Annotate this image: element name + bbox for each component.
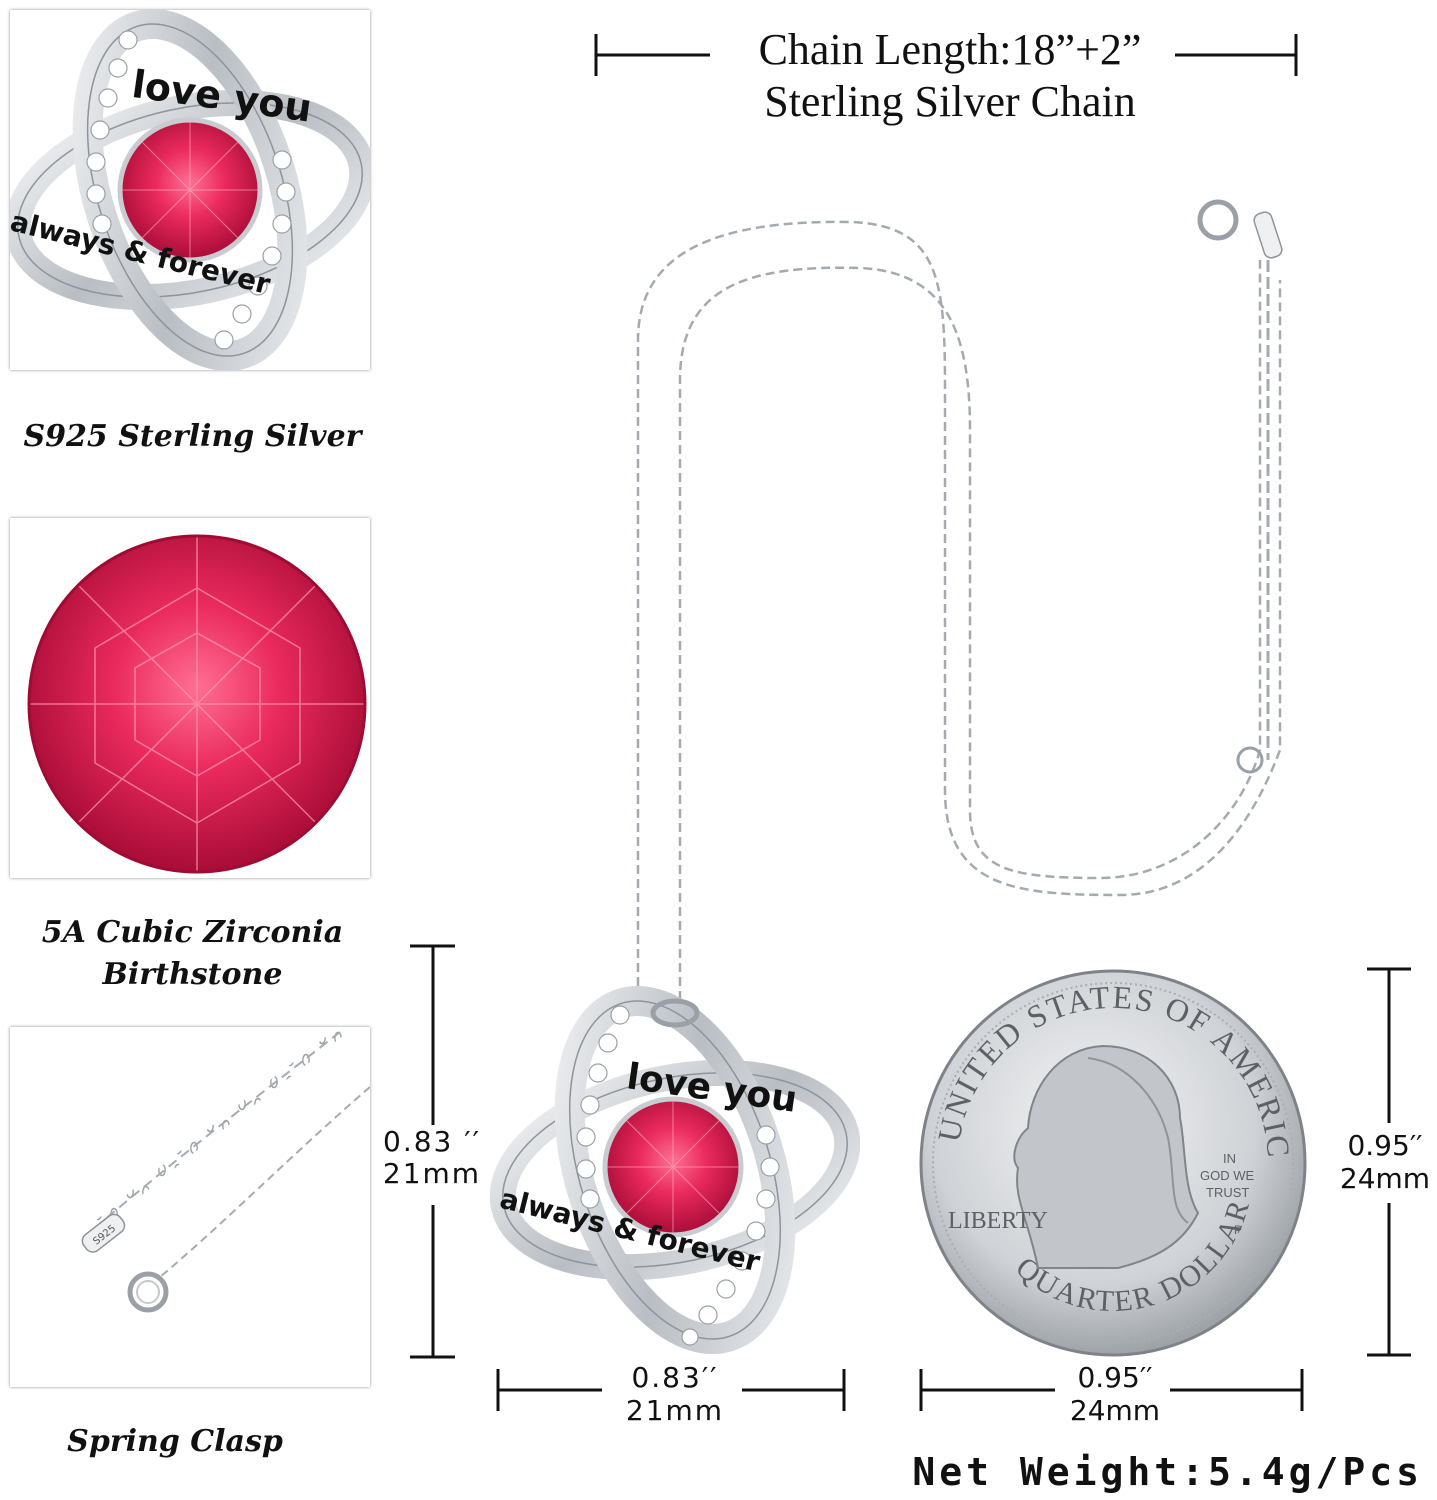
coin-motto-2: GOD WE xyxy=(1200,1168,1254,1183)
coin-width-mm: 24mm xyxy=(1069,1394,1161,1427)
pendant-width-in: 0.83′′ xyxy=(631,1361,719,1394)
pendant-thumbnail: love you always & forever xyxy=(10,10,370,370)
coin-motto-1: IN xyxy=(1223,1151,1236,1166)
caption-birthstone: Birthstone xyxy=(102,957,283,992)
pendant-height-mm: 21mm xyxy=(382,1157,482,1190)
caption-spring-clasp: Spring Clasp xyxy=(67,1424,283,1459)
coin-height-mm: 24mm xyxy=(1339,1162,1431,1195)
pendant-height-in: 0.83 ′′ xyxy=(383,1125,481,1158)
coin-height-bracket xyxy=(1367,967,1411,1357)
coin-motto-3: TRUST xyxy=(1206,1185,1249,1200)
necklace-chain xyxy=(636,199,1283,1000)
pendant-height-bracket xyxy=(410,944,455,1359)
gemstone-thumbnail xyxy=(10,518,370,878)
chain-length-bracket xyxy=(594,34,1298,76)
pendant-width-bracket xyxy=(496,1369,846,1411)
chain-type-title: Sterling Silver Chain xyxy=(764,77,1136,126)
quarter-coin: UNITED STATES OF AMERICA QUARTER DOLLAR … xyxy=(918,968,1307,1357)
clasp-thumbnail: S925 xyxy=(10,1027,370,1387)
spring-ring xyxy=(1197,199,1239,241)
caption-sterling-silver: S925 Sterling Silver xyxy=(23,419,362,454)
coin-width-in: 0.95′′ xyxy=(1077,1361,1153,1394)
coin-width-bracket xyxy=(919,1369,1304,1411)
coin-mint-mark: P xyxy=(1234,1223,1242,1237)
coin-height-in: 0.95′′ xyxy=(1347,1129,1423,1162)
coin-liberty: LIBERTY xyxy=(948,1208,1048,1234)
caption-cubic-zirconia: 5A Cubic Zirconia xyxy=(41,915,344,950)
chain-length-title: Chain Length:18”+2” xyxy=(758,25,1142,74)
pendant-width-mm: 21mm xyxy=(625,1394,725,1427)
net-weight: Net Weight:5.4g/Pcs xyxy=(912,1450,1423,1494)
main-pendant: love you always & forever xyxy=(490,985,860,1355)
